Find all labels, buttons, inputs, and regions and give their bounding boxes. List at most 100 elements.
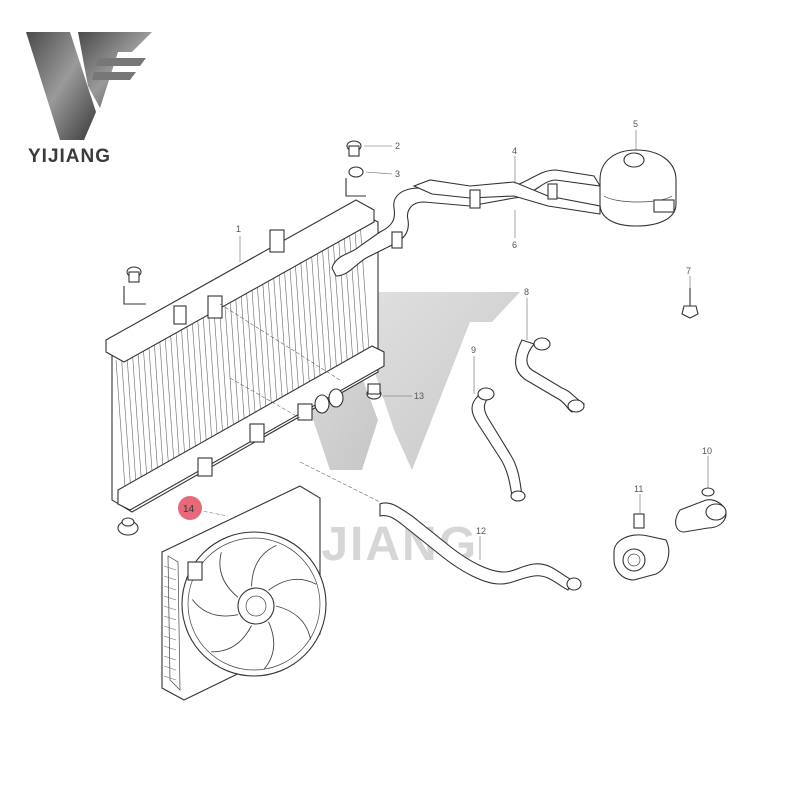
radiator-fin [126, 353, 138, 496]
radiator-fin [321, 243, 333, 386]
brand-name: YIJIANG [28, 146, 111, 167]
grommet-part-2 [346, 140, 362, 157]
shroud-rib [163, 565, 177, 571]
logo-stripe [92, 72, 136, 80]
radiator-fin [234, 292, 246, 435]
radiator-fin [240, 289, 252, 432]
callout-13: 13 [414, 391, 424, 401]
radiator-fin [180, 323, 192, 466]
fan-blade [219, 552, 239, 598]
radiator-fin [332, 237, 344, 380]
callout-12: 12 [476, 526, 486, 536]
thermostat-housing [613, 487, 727, 581]
radiator-fin [256, 280, 268, 423]
radiator-fin [310, 249, 322, 392]
radiator-bracket [249, 423, 265, 443]
callout-9: 9 [471, 345, 476, 355]
hose-part-9 [471, 395, 523, 497]
drain-plug-part-13 [366, 383, 382, 400]
fan-shroud-assembly [161, 485, 327, 701]
bolt-part-7 [681, 288, 699, 319]
callout-14-highlight [178, 496, 202, 520]
thermostat-sensor [633, 513, 645, 529]
grommet-bottom [117, 517, 139, 536]
logo-mark [26, 32, 96, 140]
radiator-fin [262, 277, 273, 420]
shroud-rib [163, 665, 177, 671]
radiator-fin [294, 258, 306, 401]
shroud-rib [163, 605, 177, 611]
radiator-fin [224, 298, 235, 441]
shroud-rib [163, 595, 177, 601]
fan-blade [263, 621, 275, 670]
grommet-part-3 [345, 166, 366, 197]
upper-hose-branch [412, 179, 601, 215]
callout-7: 7 [686, 266, 691, 276]
radiator-top-tank [105, 199, 375, 363]
radiator-inlet [314, 394, 330, 414]
watermark-mark-right [348, 292, 520, 470]
callout-1: 1 [236, 224, 241, 234]
radiator-bracket [297, 403, 313, 421]
radiator-fin [175, 326, 186, 469]
callout-10: 10 [702, 446, 712, 456]
expansion-tank-cap [623, 152, 645, 168]
grommet-left [123, 266, 146, 305]
radiator-fin [153, 338, 165, 481]
radiator-fin [272, 271, 284, 414]
radiator [105, 199, 385, 513]
radiator-fin [142, 344, 154, 487]
hose-9-clamp [510, 490, 526, 502]
radiator-fin [218, 301, 230, 444]
brand-logo: YIJIANG [26, 32, 152, 167]
shroud-rib [163, 655, 177, 661]
radiator-fin [245, 286, 257, 429]
hose-8-clamp [567, 399, 585, 413]
radiator-fin [164, 332, 176, 475]
radiator-fin [137, 347, 148, 490]
radiator-fin [197, 313, 208, 457]
shroud-rib [163, 645, 177, 651]
hose-clamp [547, 183, 558, 200]
radiator-fin [169, 329, 181, 472]
radiator-fin [251, 283, 262, 426]
thermostat-gasket [701, 487, 715, 497]
radiator-fin [186, 320, 197, 463]
fan-blade [211, 625, 252, 653]
shroud-rib [163, 625, 177, 631]
shroud-rib [163, 635, 177, 641]
callout-11: 11 [634, 484, 643, 494]
radiator-fin [278, 267, 289, 411]
radiator-fin [148, 341, 159, 484]
expansion-tank-bracket [653, 199, 675, 213]
fan-hub [237, 587, 275, 625]
shroud-rib [163, 675, 177, 681]
radiator-fin [131, 350, 143, 493]
radiator-bracket [207, 295, 223, 319]
mount-grommets [117, 140, 382, 536]
radiator-fin [115, 359, 127, 503]
radiator-bracket [173, 305, 187, 325]
radiator-fin [207, 307, 219, 450]
shroud-rib [163, 575, 177, 581]
radiator-fin [289, 261, 300, 404]
leader-lines [185, 130, 709, 560]
radiator-fin [191, 317, 203, 460]
fan-blade [191, 599, 239, 617]
callout-labels: 1 2 3 4 5 6 7 8 9 10 11 12 13 14 [178, 119, 712, 536]
shroud-ribs [163, 565, 177, 681]
hose-part-12 [379, 502, 573, 591]
radiator-fin [327, 240, 338, 383]
radiator-fin [300, 255, 311, 398]
radiator-inlet [328, 388, 344, 408]
radiator-bracket [197, 457, 213, 477]
radiator-fin [267, 274, 279, 417]
hose-clamp [469, 189, 481, 209]
fan-blades [191, 544, 317, 670]
callout-5: 5 [633, 119, 638, 129]
radiator-fin [213, 304, 224, 447]
hose-12-clamp [566, 577, 582, 591]
radiator-bracket [269, 229, 285, 253]
callout-3: 3 [395, 169, 400, 179]
